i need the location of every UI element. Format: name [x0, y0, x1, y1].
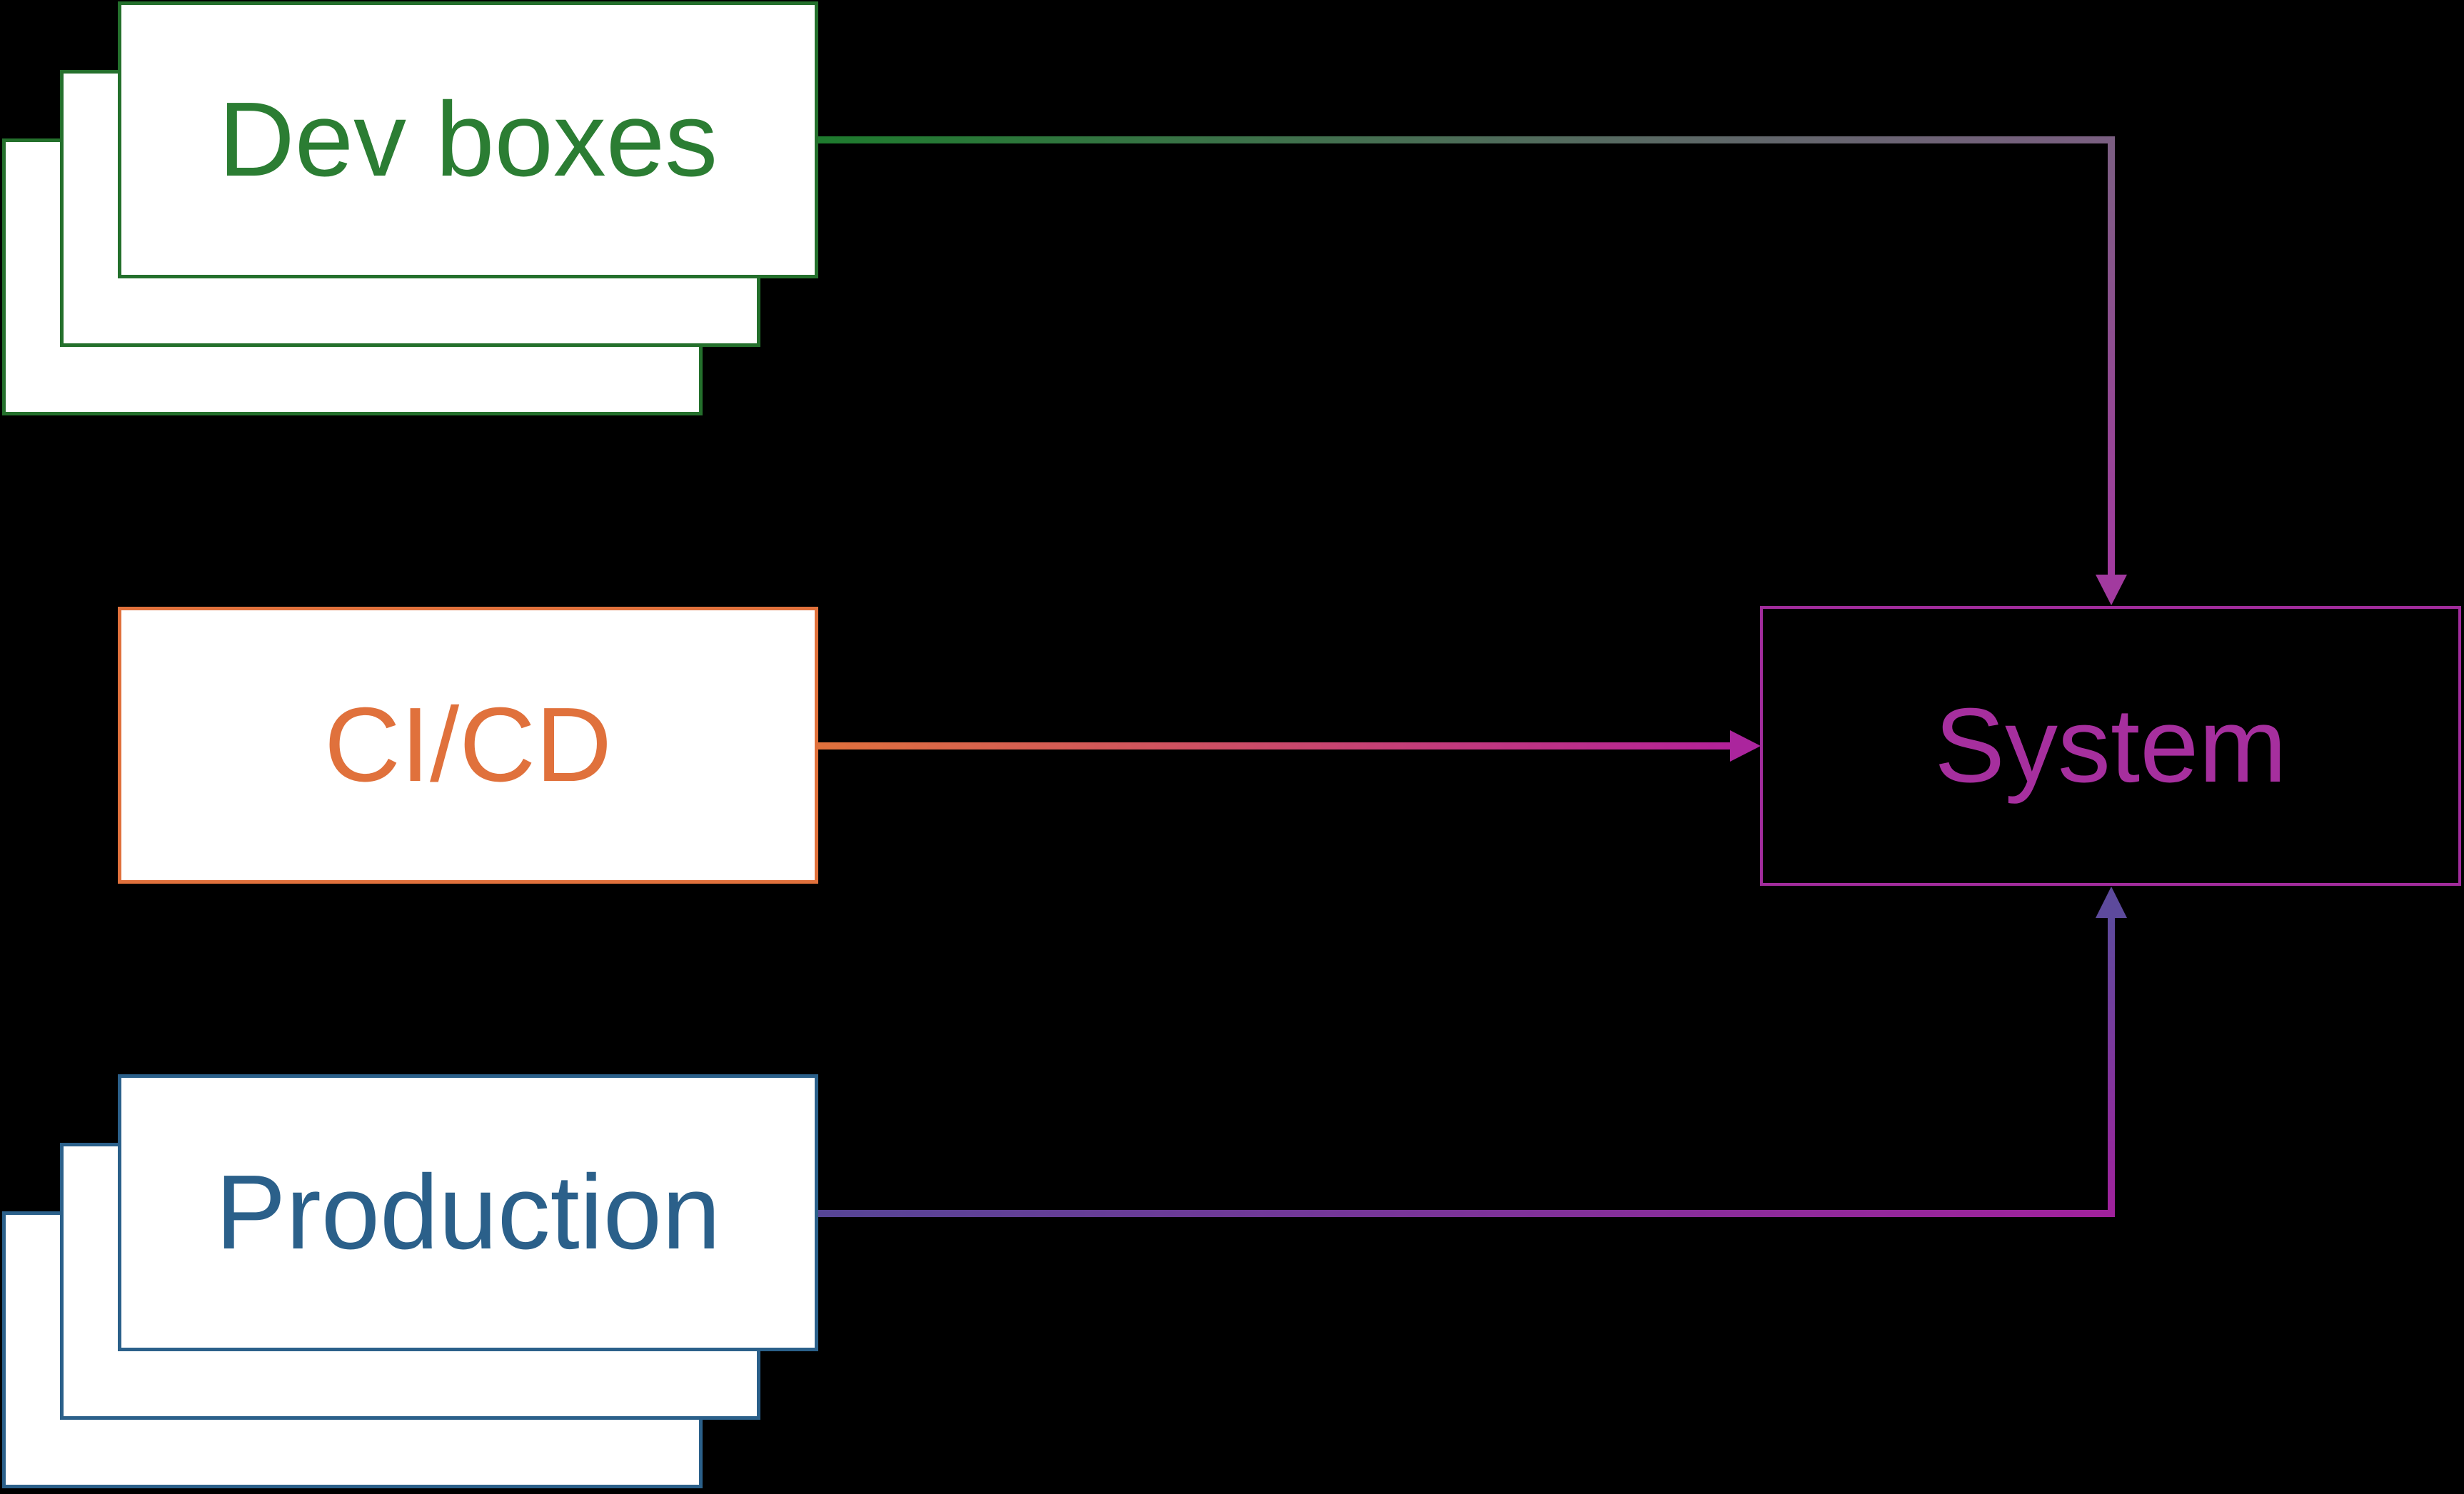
node-cicd-label: CI/CD	[324, 686, 612, 804]
node-system-label: System	[1934, 687, 2287, 804]
edge-cicd-to-system-arrowhead-icon	[1730, 730, 1761, 762]
node-production-label: Production	[215, 1154, 721, 1271]
node-production: Production	[118, 1074, 818, 1351]
node-dev-boxes-label: Dev boxes	[218, 81, 718, 198]
edge-production-to-system-arrowhead-icon	[2096, 887, 2127, 918]
node-system: System	[1760, 606, 2461, 886]
node-cicd: CI/CD	[118, 607, 818, 884]
edge-dev-to-system-arrowhead-icon	[2096, 575, 2127, 605]
node-dev-boxes: Dev boxes	[118, 1, 818, 278]
